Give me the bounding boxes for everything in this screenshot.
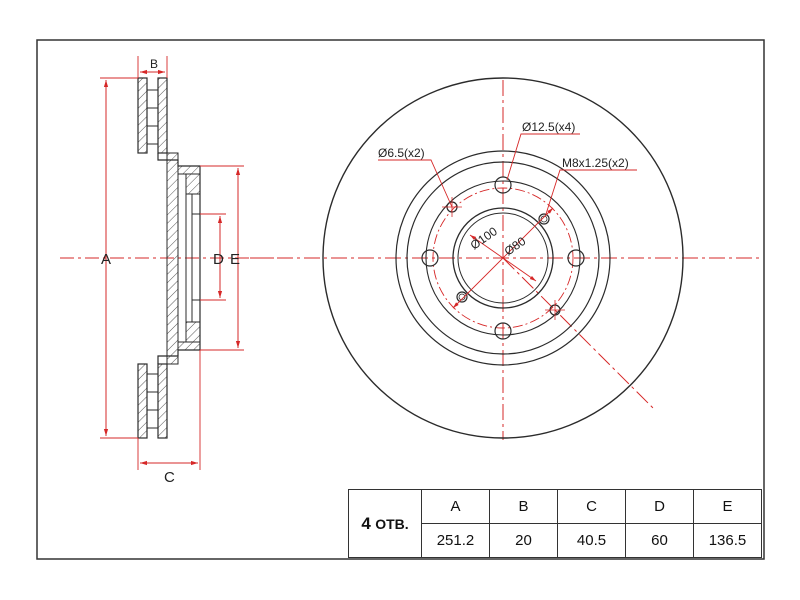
bolt-hole-bottom xyxy=(494,322,512,340)
header-a: A xyxy=(421,489,490,524)
threaded-hole-upper-right xyxy=(538,213,550,225)
dimension-label-c: C xyxy=(164,469,175,486)
value-c: 40.5 xyxy=(557,523,626,558)
hole-count-cell: 4 ОТВ. xyxy=(348,489,422,558)
callout-leaders xyxy=(378,133,637,215)
dimension-a xyxy=(100,77,138,439)
front-view: Ø6.5(x2) Ø12.5(x4) M8x1.25(x2) Ø100 Ø80 xyxy=(250,77,760,440)
hole-count-number: 4 xyxy=(361,513,371,533)
header-b: B xyxy=(489,489,558,524)
pcd-circle xyxy=(432,187,574,329)
dimension-b xyxy=(137,56,168,78)
hub-mount-face xyxy=(425,180,581,336)
hub-hat-section xyxy=(157,152,201,365)
friction-inner-edge xyxy=(395,150,611,366)
value-d: 60 xyxy=(625,523,694,558)
bore-dimension-line xyxy=(469,234,537,282)
dimension-label-b: B xyxy=(150,57,158,71)
dimension-e xyxy=(200,165,244,351)
bolt-hole-left xyxy=(421,249,439,267)
callout-small-hole: Ø6.5(x2) xyxy=(378,146,425,160)
value-a: 251.2 xyxy=(421,523,490,558)
hat-outer-edge xyxy=(406,161,600,355)
dimension-label-a: A xyxy=(101,251,111,268)
upper-friction-ring xyxy=(137,77,168,154)
dimension-d xyxy=(200,213,226,301)
dimension-label-e: E xyxy=(230,251,240,268)
callout-bolt-hole: Ø12.5(x4) xyxy=(522,120,575,134)
dimension-label-d: D xyxy=(213,251,224,268)
bolt-hole-top xyxy=(494,176,512,194)
hole-count-text: ОТВ. xyxy=(375,515,409,532)
callout-thread: M8x1.25(x2) xyxy=(562,156,629,170)
header-d: D xyxy=(625,489,694,524)
header-e: E xyxy=(693,489,762,524)
side-section-view: A B C D E xyxy=(60,56,290,486)
bolt-hole-right xyxy=(567,249,585,267)
threaded-hole-lower-left xyxy=(456,291,468,303)
dimension-c xyxy=(137,350,201,470)
label-pcd: Ø100 xyxy=(468,224,500,252)
lower-friction-ring xyxy=(137,363,168,439)
value-b: 20 xyxy=(489,523,558,558)
spec-table: 4 ОТВ. A B C D E 251.2 20 40.5 60 136.5 xyxy=(348,489,762,558)
spec-table-header-row: 4 ОТВ. A B C D E xyxy=(348,489,762,558)
value-e: 136.5 xyxy=(693,523,762,558)
spec-table-value-row: 251.2 20 40.5 60 136.5 xyxy=(349,523,762,558)
header-c: C xyxy=(557,489,626,524)
drawing-frame xyxy=(36,39,765,560)
disc-outer-edge xyxy=(322,77,684,439)
